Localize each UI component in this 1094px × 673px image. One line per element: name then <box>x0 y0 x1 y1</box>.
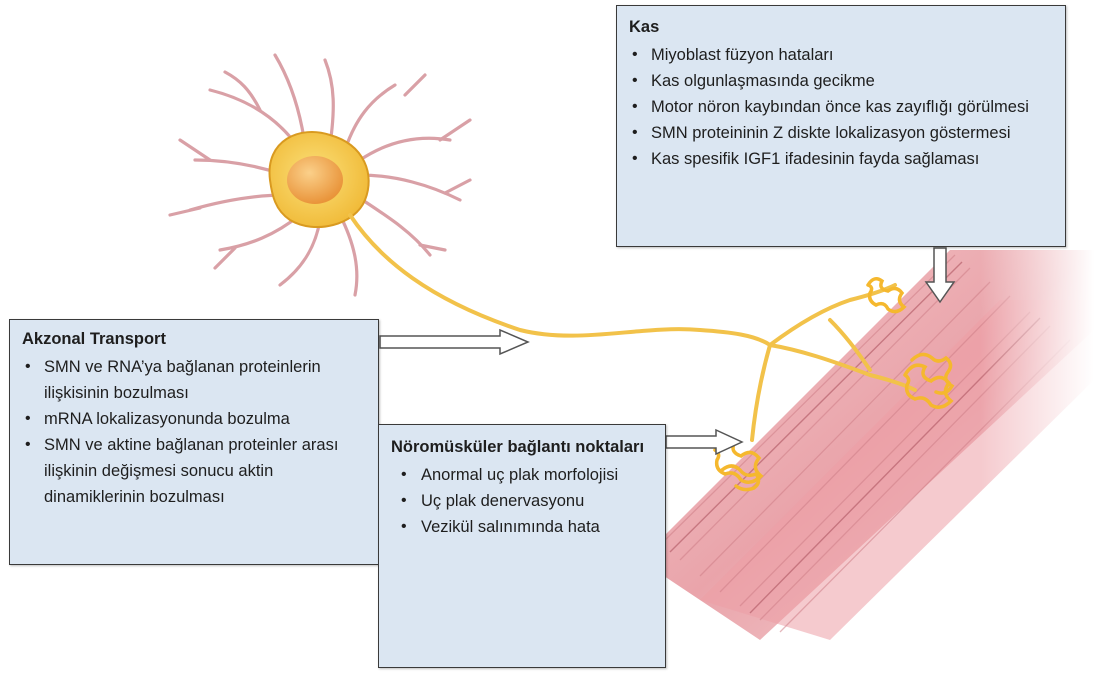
akzonal-item: SMN ve aktine bağlanan proteinler arası … <box>22 432 368 510</box>
kas-box: Kas Miyoblast füzyon hataları Kas olgunl… <box>616 5 1066 247</box>
muscle-fibers <box>640 240 1094 660</box>
noromuskuler-item: Anormal uç plak morfolojisi <box>391 462 655 488</box>
noromuskuler-item: Vezikül salınımında hata <box>391 514 655 540</box>
kas-title: Kas <box>629 14 1055 40</box>
noromuskuler-title: Nöromüsküler bağlantı noktaları <box>391 434 655 460</box>
akzonal-item: mRNA lokalizasyonunda bozulma <box>22 406 368 432</box>
kas-item: SMN proteininin Z diskte lokalizasyon gö… <box>629 120 1055 146</box>
akzonal-transport-box: Akzonal Transport SMN ve RNA’ya bağlanan… <box>9 319 379 565</box>
kas-item: Miyoblast füzyon hataları <box>629 42 1055 68</box>
noromuskuler-box: Nöromüsküler bağlantı noktaları Anormal … <box>378 424 666 668</box>
kas-item: Kas spesifik IGF1 ifadesinin fayda sağla… <box>629 146 1055 172</box>
kas-item: Motor nöron kaybından önce kas zayıflığı… <box>629 94 1055 120</box>
neuron-soma <box>270 132 369 227</box>
kas-item: Kas olgunlaşmasında gecikme <box>629 68 1055 94</box>
nucleus <box>287 156 343 204</box>
noromuskuler-item: Uç plak denervasyonu <box>391 488 655 514</box>
akzonal-item: SMN ve RNA’ya bağlanan proteinlerin iliş… <box>22 354 368 406</box>
akzonal-title: Akzonal Transport <box>22 326 368 352</box>
